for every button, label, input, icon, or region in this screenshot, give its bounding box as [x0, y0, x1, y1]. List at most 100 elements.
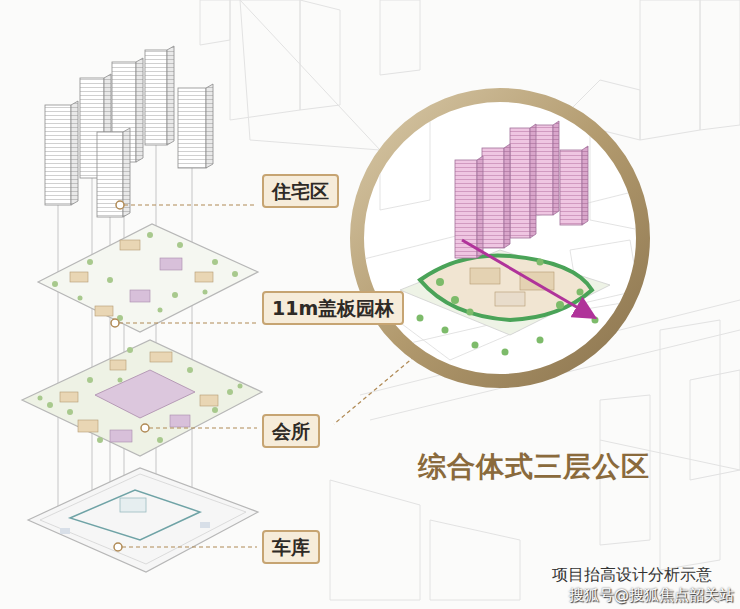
clubhouse-layer: [60, 392, 78, 402]
magnifier-circle: [592, 317, 599, 324]
magnifier-circle: [451, 296, 459, 304]
city-background: [690, 370, 740, 480]
city-background: [430, 520, 520, 600]
layer-label: 住宅区: [262, 174, 339, 208]
clubhouse-layer: [38, 396, 43, 401]
city-background: [200, 0, 740, 600]
clubhouse-layer: [95, 370, 195, 418]
city-background: [330, 480, 420, 600]
city-background: [380, 0, 420, 75]
garage-layer: [60, 528, 70, 534]
residential-towers: [71, 101, 78, 205]
magnifier-circle: [380, 110, 430, 210]
garden-plate-layer: [130, 290, 150, 302]
residential-towers: [206, 84, 213, 168]
label-text: 会所: [272, 419, 310, 443]
residential-towers: [178, 88, 206, 168]
leader-dot: [111, 319, 119, 327]
garden-plate-layer: [172, 292, 178, 298]
magnifier-circle: [357, 95, 643, 381]
magnifier-circle: [553, 121, 559, 215]
clubhouse-layer: [118, 378, 123, 383]
label-text: 车库: [272, 535, 310, 559]
section-title: 综合体式三层公区: [418, 448, 650, 486]
magnifier-circle: [482, 148, 504, 248]
magnifier-circle: [556, 301, 564, 309]
clubhouse-layer: [157, 437, 163, 443]
leader-line: [122, 546, 257, 547]
magnifier-circle: [535, 125, 553, 215]
clubhouse-layer: [212, 407, 218, 413]
label-text: 11m盖板园林: [272, 296, 394, 320]
magnifier-circle: [590, 110, 640, 230]
magnifier-circle: [472, 342, 479, 349]
clubhouse-layer: [238, 384, 243, 389]
leader-dot: [111, 201, 149, 551]
city-background: [300, 0, 340, 110]
residential-towers: [167, 46, 174, 145]
garden-plate-layer: [120, 240, 140, 250]
construction-line: [58, 205, 59, 525]
garden-plate-layer: [38, 224, 258, 332]
residential-towers: [45, 46, 213, 217]
magnifier-circle: [504, 144, 510, 248]
garden-plate-layer: [38, 224, 258, 332]
garden-plate-layer: [87, 259, 93, 265]
magnifier-circle: [455, 121, 588, 258]
leader-line: [124, 204, 257, 205]
magnifier-circle: [537, 259, 544, 266]
magnifier-circle: [417, 259, 599, 356]
city-background: [200, 0, 230, 45]
layer-label: 车库: [262, 530, 320, 564]
garage-layer: [120, 498, 146, 512]
garden-plate-layer: [95, 306, 113, 316]
magnifier-circle: [470, 268, 500, 284]
city-background: [700, 0, 740, 130]
magnifier-circle: [530, 124, 536, 238]
construction-line: [92, 178, 93, 510]
magnifier-circle: [510, 128, 530, 238]
clubhouse-layer: [97, 437, 103, 443]
magnifier-circle: [582, 146, 588, 225]
garage-layer: [28, 468, 258, 572]
magnifier-circle: [495, 292, 525, 306]
label-text: 住宅区: [272, 179, 329, 203]
magnifier-circle: [436, 278, 444, 286]
magnifier-circle: [417, 315, 424, 322]
clubhouse-layer: [47, 402, 53, 408]
clubhouse-layer: [227, 389, 233, 395]
garden-plate-layer: [177, 242, 183, 248]
residential-towers: [136, 58, 143, 162]
magnifier-circle: [357, 95, 643, 381]
watermark: 搜狐号@搜狐焦点韶关站: [569, 586, 734, 605]
clubhouse-layer: [110, 360, 126, 370]
magnifier-circle: [400, 250, 610, 335]
garden-plate-layer: [158, 308, 163, 313]
layer-label: 会所: [262, 414, 320, 448]
leader-line: [334, 352, 420, 424]
magnifier-circle: [462, 240, 592, 316]
garage-layer: [70, 490, 200, 540]
garden-plate-layer: [160, 258, 182, 270]
clubhouse-layer: [127, 347, 133, 353]
clubhouse-layer: [87, 377, 93, 383]
leader-dot: [141, 424, 149, 432]
garden-plate-layer: [203, 290, 208, 295]
residential-towers: [97, 132, 123, 217]
city-background: [640, 0, 700, 140]
magnifier-circle: [520, 272, 554, 290]
magnifier-circle: [577, 289, 584, 296]
clubhouse-layer: [78, 420, 98, 432]
construction-line: [192, 168, 193, 520]
clubhouse-layer: [150, 352, 172, 362]
clubhouse-layer: [38, 347, 243, 443]
clubhouse-layer: [200, 395, 218, 406]
leader-line: [119, 322, 257, 323]
figure-caption: 项目抬高设计分析示意: [552, 565, 712, 586]
garden-plate-layer: [147, 232, 153, 238]
residential-towers: [45, 105, 71, 205]
magnifier-circle: [502, 349, 509, 356]
garden-plate-layer: [107, 277, 113, 283]
magnifier-circle: [477, 156, 483, 258]
garden-plate-layer: [212, 259, 218, 265]
